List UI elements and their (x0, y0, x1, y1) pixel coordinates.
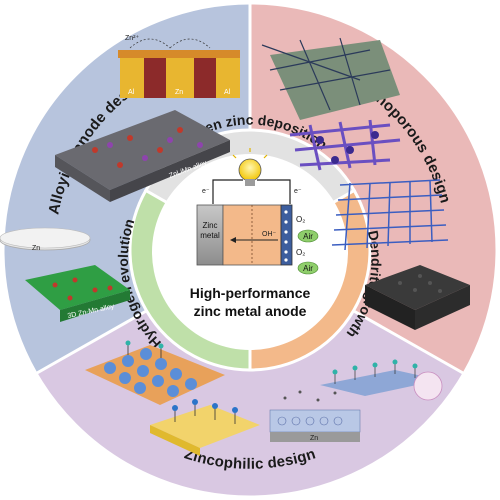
al-zn-layered-illustration: Zn²⁺ Al Zn Al (118, 35, 240, 98)
porous-network-illustration (289, 119, 401, 171)
zn2plus-label: Zn²⁺ (125, 35, 140, 42)
hydroxide-label: OH⁻ (262, 231, 277, 238)
center-title-line1: High-performance (190, 285, 311, 301)
anode-label-line1: Zinc (202, 221, 217, 230)
air-top-label: Air (303, 232, 313, 241)
center-title-line2: zinc metal anode (194, 303, 307, 319)
electron-left-label: e⁻ (202, 188, 210, 195)
zn-mn-alloy-illustration: 3D Zn-Mn alloy (25, 265, 130, 322)
honeycomb-block-illustration (365, 265, 470, 330)
grid-lattice-illustration (331, 179, 449, 251)
zn-disc-label: Zn (32, 245, 40, 252)
zinc-anode (196, 204, 224, 266)
al-left-label: Al (128, 89, 135, 96)
zinc-air-battery-schematic: e⁻ e⁻ Zinc metal OH⁻ O₂ Air O₂ Air (196, 148, 319, 275)
air-cathode (280, 204, 293, 266)
al-right-label: Al (224, 89, 231, 96)
surface-molecules-illustration (320, 359, 443, 401)
zn-disc-illustration: Zn (0, 227, 91, 252)
electron-right-label: e⁻ (294, 188, 302, 195)
zn-mid-label: Zn (175, 89, 183, 96)
o2-top-label: O₂ (296, 215, 305, 224)
zn-substrate-label: Zn (310, 435, 318, 442)
pillar-layer-illustration (150, 399, 260, 456)
nanofiber-mesh-illustration (261, 37, 400, 120)
zn-substrate-illustration: Zn (269, 390, 361, 442)
o2-bottom-label: O₂ (296, 248, 305, 257)
sphere-array-illustration (85, 340, 225, 405)
air-bottom-label: Air (303, 264, 313, 273)
anode-label-line2: metal (200, 231, 220, 240)
light-bulb-icon (232, 148, 268, 186)
